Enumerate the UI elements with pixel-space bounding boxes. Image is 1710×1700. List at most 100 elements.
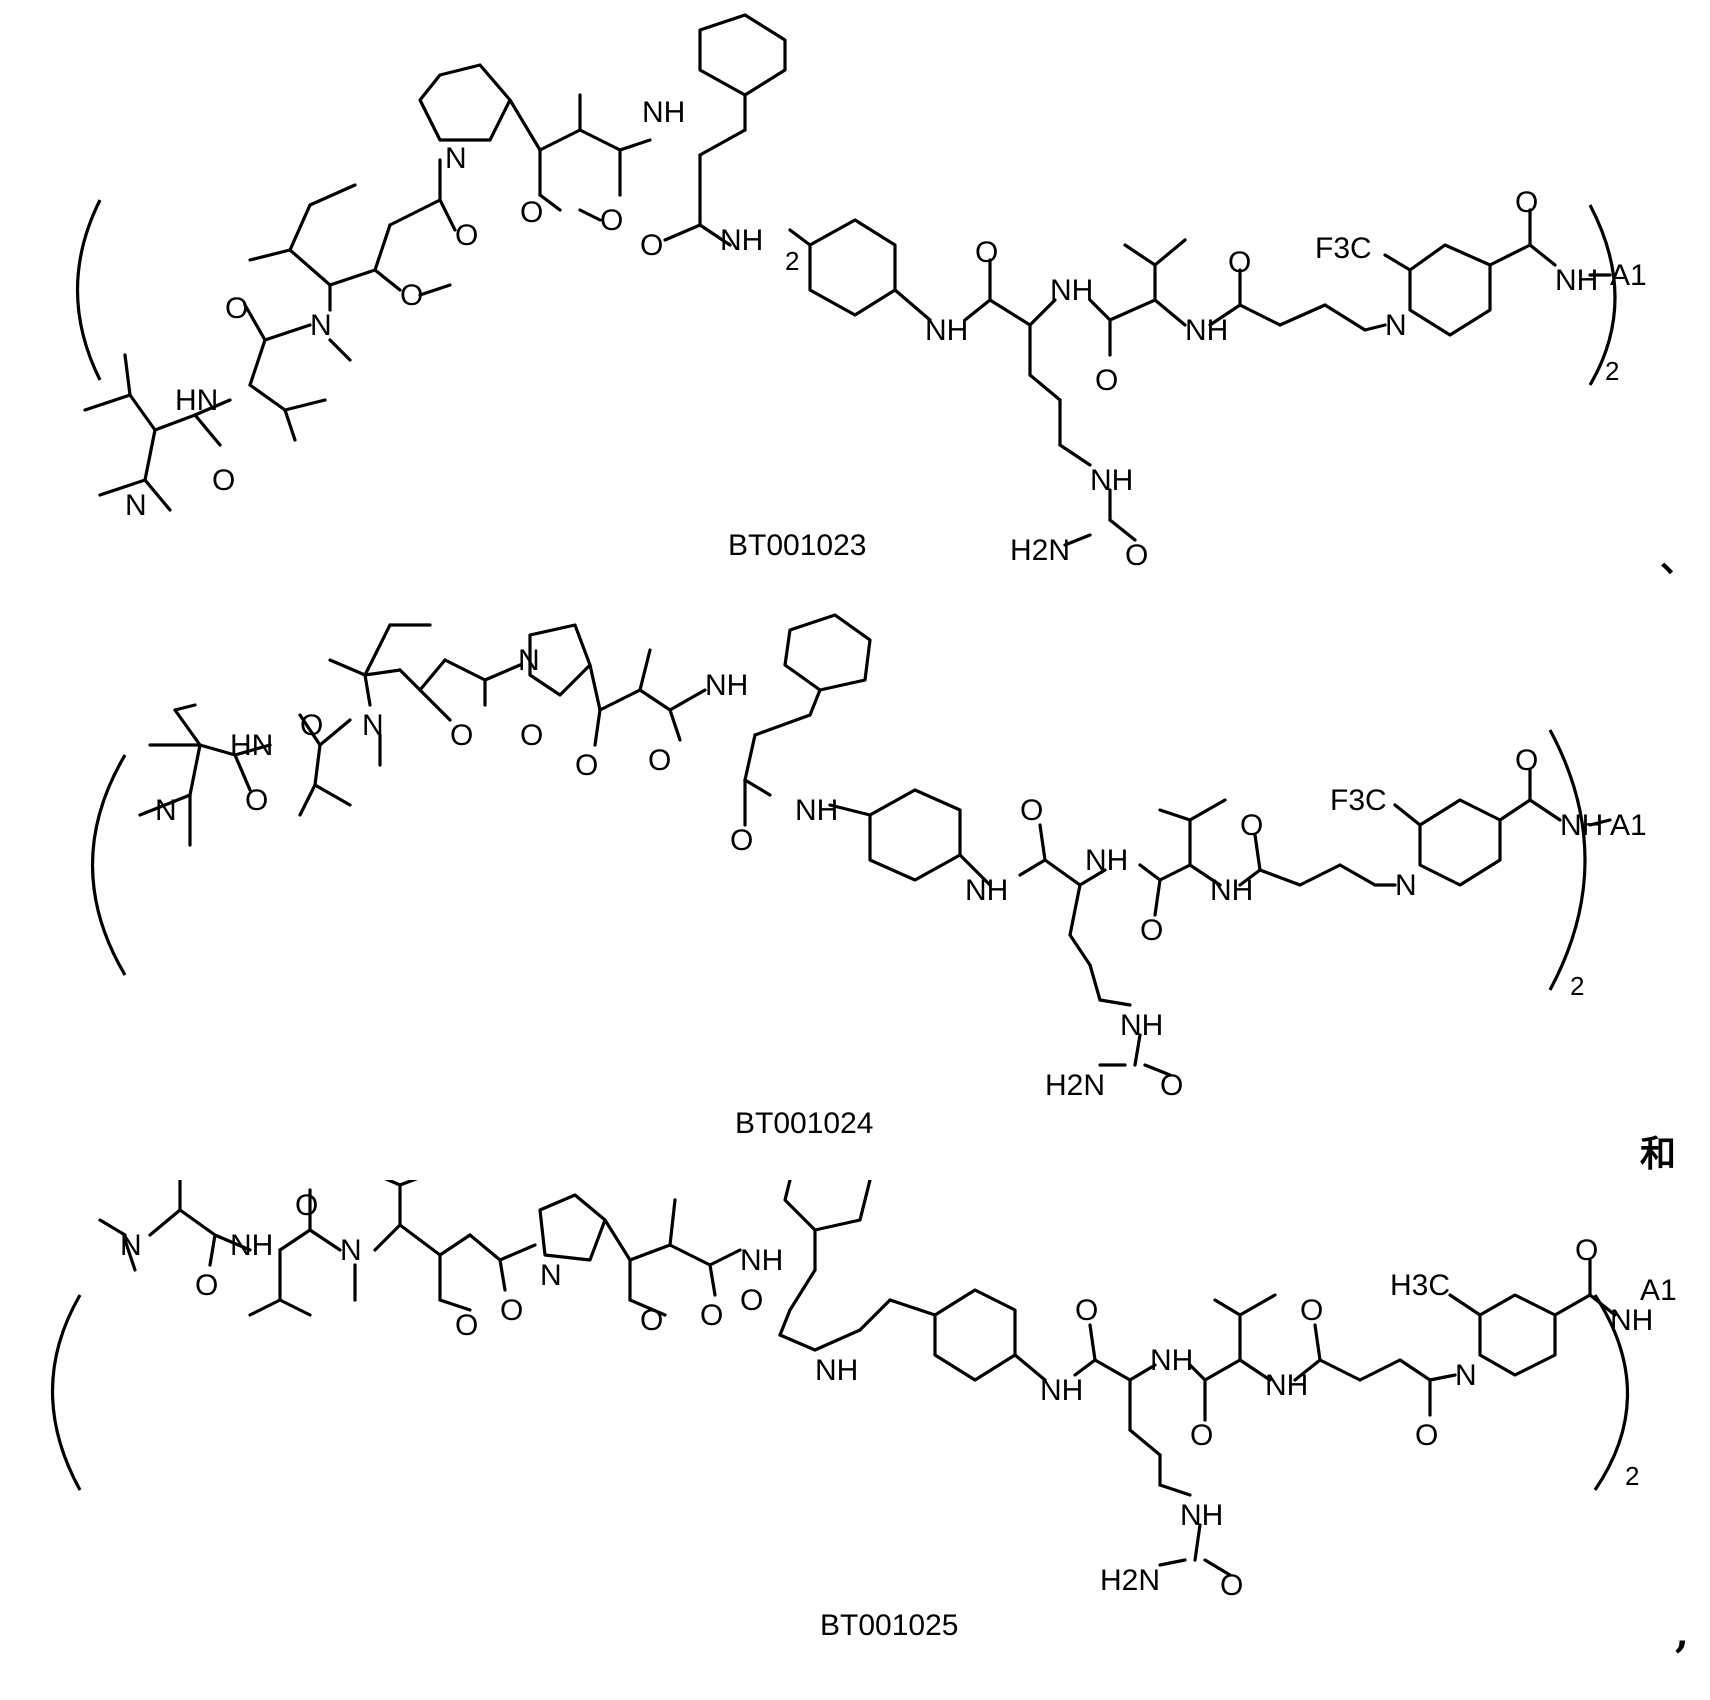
atom-n-pyrrolidine: N bbox=[540, 1259, 562, 1292]
atom-o-6: O bbox=[975, 236, 998, 269]
atom-nh-val: NH bbox=[1185, 314, 1228, 347]
atom-nh-urea: NH bbox=[1120, 1009, 1163, 1042]
atom-o-2: O bbox=[600, 204, 623, 237]
atom-nh-val: NH bbox=[1210, 874, 1253, 907]
atom-o-urea: O bbox=[1125, 539, 1148, 572]
piperidine-ring bbox=[1410, 245, 1490, 335]
chemical-structure-drawing: N NH O O O O N O NH O N O NH NH O NH O N… bbox=[0, 1180, 1710, 1700]
atom-nh-aniline: NH bbox=[925, 314, 968, 347]
left-parenthesis bbox=[53, 1295, 81, 1490]
end-group: A1 bbox=[1640, 1274, 1677, 1307]
atom-n-dimethyl: N bbox=[125, 489, 147, 522]
atom-o-6: O bbox=[1020, 794, 1043, 827]
atom-o-urea: O bbox=[1160, 1069, 1183, 1102]
atom-n-methyl: N bbox=[340, 1234, 362, 1267]
atom-nh-phe: NH bbox=[740, 1244, 783, 1277]
end-group: A1 bbox=[1610, 259, 1647, 292]
atom-nh-amide: NH bbox=[1610, 1304, 1653, 1337]
atom-n-dimethyl: N bbox=[155, 794, 177, 827]
end-group: A1 bbox=[1610, 809, 1647, 842]
atom-nh-phe: NH bbox=[642, 96, 685, 129]
atom-nh-aniline: NH bbox=[1040, 1374, 1083, 1407]
atom-o-7: O bbox=[1095, 364, 1118, 397]
atom-h2n: H2N bbox=[1045, 1069, 1105, 1102]
phenyl-ring bbox=[785, 615, 870, 690]
atom-o-amide: O bbox=[1575, 1234, 1598, 1267]
atom-o-methoxy1: O bbox=[575, 749, 598, 782]
atom-nh-cit: NH bbox=[1150, 1344, 1193, 1377]
separator-mark: 、 bbox=[1660, 530, 1696, 582]
atom-nh-linker: NH bbox=[795, 794, 838, 827]
atom-nh-cit: NH bbox=[1050, 274, 1093, 307]
atom-o-3: O bbox=[295, 1189, 318, 1222]
atom-h2n: H2N bbox=[1010, 534, 1070, 567]
aniline-ring bbox=[935, 1290, 1015, 1380]
atom-n-pyrrolidine: N bbox=[445, 142, 467, 175]
atom-o-4: O bbox=[225, 292, 248, 325]
pyrrolidine-ring bbox=[420, 65, 510, 140]
atom-o-methoxy1: O bbox=[520, 196, 543, 229]
chemical-structure-drawing: N NH O O O O O N HN N O O NH NH O NH O N… bbox=[0, 595, 1710, 1165]
separator-mark: , bbox=[1675, 1610, 1689, 1657]
atom-o-1: O bbox=[520, 719, 543, 752]
atom-n-dimethyl: N bbox=[120, 1229, 142, 1262]
atom-o-8: O bbox=[1300, 1294, 1323, 1327]
atom-n-piperidine: N bbox=[1455, 1359, 1477, 1392]
atom-hn-val: HN bbox=[230, 729, 273, 762]
atom-o-6: O bbox=[1075, 1294, 1098, 1327]
atom-nh-amide: NH bbox=[1560, 809, 1603, 842]
linker-repeat: 2 bbox=[785, 246, 799, 276]
atom-o-methoxy2: O bbox=[450, 719, 473, 752]
piperidine-ring bbox=[1420, 800, 1500, 885]
atom-o-1: O bbox=[455, 219, 478, 252]
atom-o-9: O bbox=[1415, 1419, 1438, 1452]
compound-label: BT001024 bbox=[735, 1107, 873, 1140]
atom-nh-linker: NH bbox=[720, 224, 763, 257]
atom-nh-val: NH bbox=[1265, 1369, 1308, 1402]
atom-o-2: O bbox=[648, 744, 671, 777]
atom-n-methyl: N bbox=[310, 309, 332, 342]
atom-o-urea: O bbox=[1220, 1569, 1243, 1602]
atom-nh-aniline: NH bbox=[965, 874, 1008, 907]
atom-o-8: O bbox=[1228, 246, 1251, 279]
atom-n-piperidine: N bbox=[1395, 869, 1417, 902]
atom-o-5: O bbox=[740, 1284, 763, 1317]
atom-o-3: O bbox=[640, 229, 663, 262]
phenyl-ring bbox=[700, 15, 785, 95]
atom-o-4: O bbox=[195, 1269, 218, 1302]
atom-n-val: NH bbox=[230, 1229, 273, 1262]
structure-bt001025: N NH O O O O N O NH O N O NH NH O NH O N… bbox=[0, 1180, 1710, 1700]
piperidine-substituent: H3C bbox=[1390, 1269, 1450, 1302]
atom-hn-val: HN bbox=[175, 384, 218, 417]
atom-o-3: O bbox=[300, 709, 323, 742]
right-parenthesis bbox=[1550, 730, 1585, 990]
structure-bt001024: N NH O O O O O N HN N O O NH NH O NH O N… bbox=[0, 595, 1710, 1165]
structure-bt001023: N NH O O O O O O N HN N O NH 2 NH O NH O… bbox=[0, 0, 1710, 575]
compound-label: BT001023 bbox=[728, 529, 866, 562]
repeat-count: 2 bbox=[1605, 356, 1619, 386]
atom-o-1: O bbox=[500, 1294, 523, 1327]
atom-nh-cit: NH bbox=[1085, 844, 1128, 877]
atom-h2n: H2N bbox=[1100, 1564, 1160, 1597]
separator-mark: 和 bbox=[1640, 1125, 1676, 1177]
atom-o-methoxy2: O bbox=[400, 279, 423, 312]
aniline-ring bbox=[870, 790, 960, 880]
left-parenthesis bbox=[93, 755, 126, 975]
phenyl-ring bbox=[785, 1180, 870, 1230]
atom-o-amide: O bbox=[1515, 186, 1538, 219]
chemical-structure-drawing: N NH O O O O O O N HN N O NH 2 NH O NH O… bbox=[0, 0, 1710, 575]
repeat-count: 2 bbox=[1570, 971, 1584, 1001]
atom-o-4: O bbox=[245, 784, 268, 817]
atom-n-pyrrolidine: N bbox=[518, 644, 540, 677]
piperidine-ring bbox=[1480, 1295, 1555, 1375]
piperidine-substituent: F3C bbox=[1315, 232, 1372, 265]
atom-nh-urea: NH bbox=[1090, 464, 1133, 497]
atom-nh-amide: NH bbox=[1555, 264, 1598, 297]
atom-o-2: O bbox=[700, 1299, 723, 1332]
left-parenthesis bbox=[78, 200, 101, 380]
atom-nh-urea: NH bbox=[1180, 1499, 1223, 1532]
atom-o-8: O bbox=[1240, 809, 1263, 842]
aniline-ring bbox=[810, 220, 895, 315]
atom-nh-linker: NH bbox=[815, 1354, 858, 1387]
atom-o-7: O bbox=[1190, 1419, 1213, 1452]
